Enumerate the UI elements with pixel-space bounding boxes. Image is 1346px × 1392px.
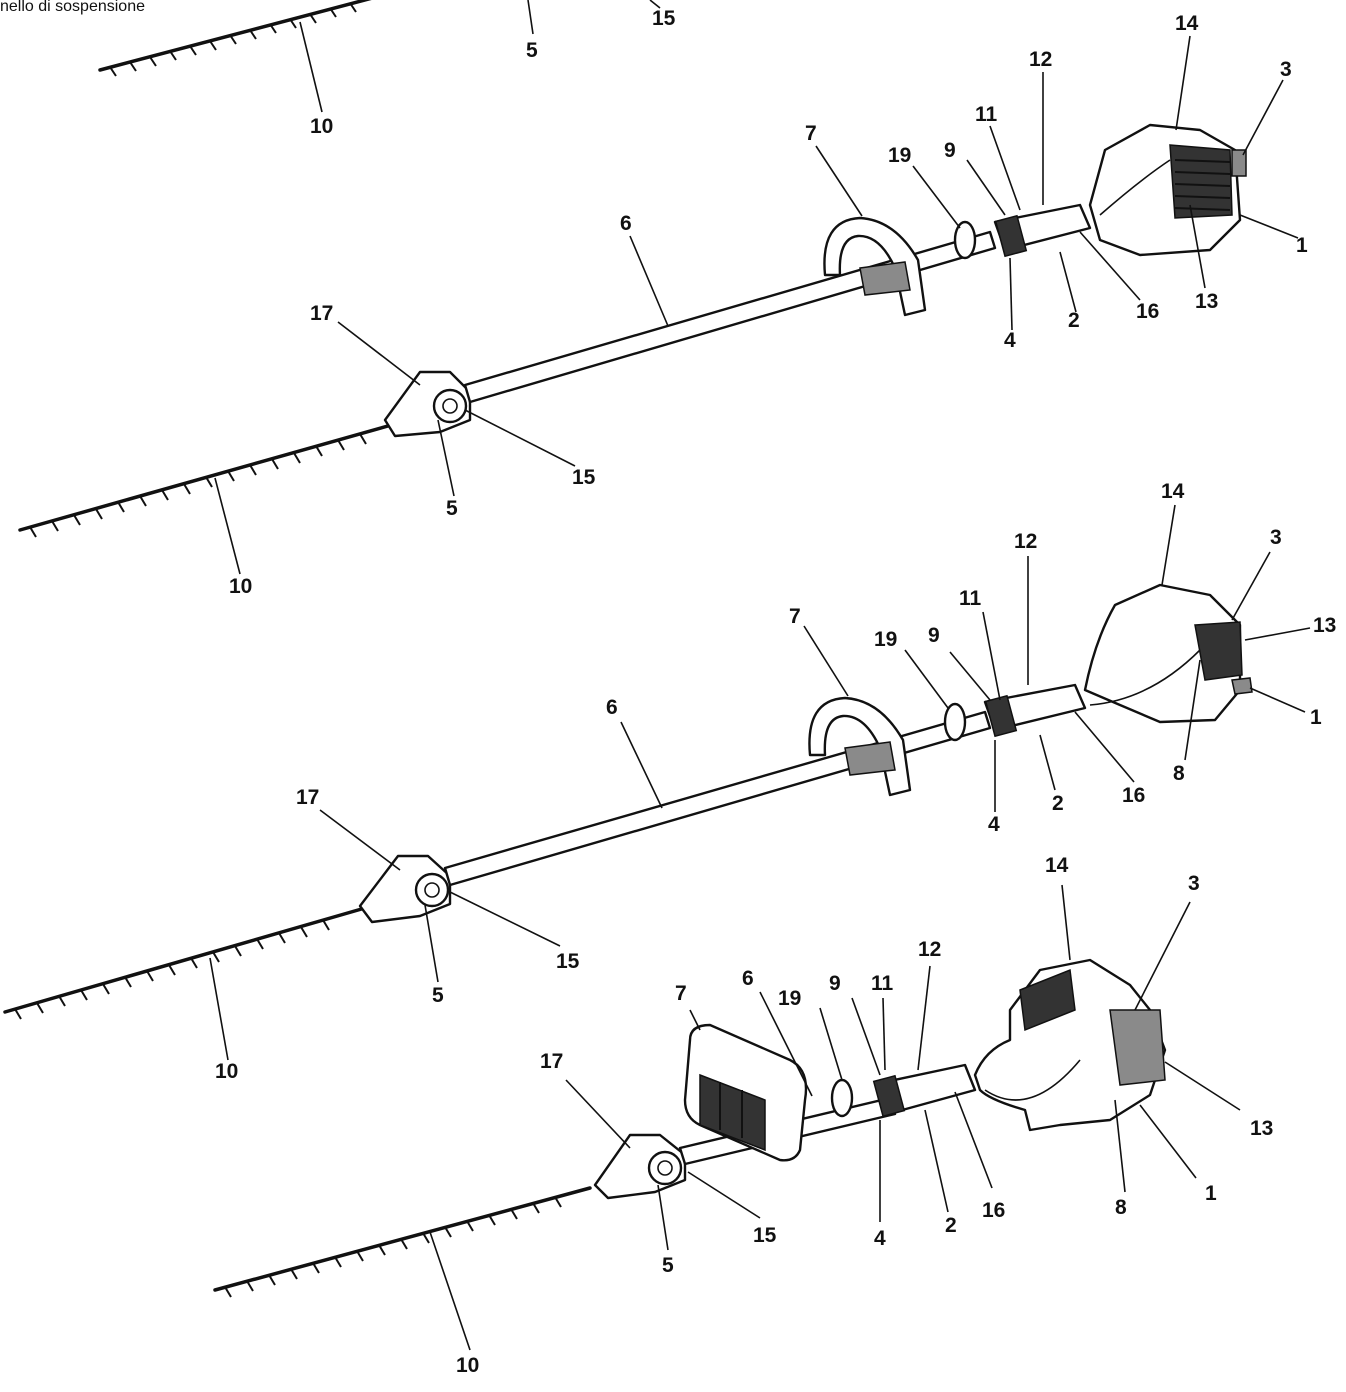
label-c-6: 6 [742,967,754,990]
label-a-17: 17 [310,302,333,325]
label-b-9: 9 [928,624,940,647]
label-a-5: 5 [446,497,458,520]
label-a-13: 13 [1195,290,1218,313]
label-a-1: 1 [1296,234,1308,257]
label-c-11: 11 [871,972,894,995]
label-top-15: 15 [652,7,676,30]
label-a-16: 16 [1136,300,1159,323]
figure-top-partial: 10 5 15 [98,0,676,138]
label-c-8: 8 [1115,1196,1127,1219]
label-b-8: 8 [1173,762,1185,785]
label-a-10: 10 [229,575,252,598]
label-a-15: 15 [572,466,596,489]
label-a-11: 11 [975,103,998,126]
label-c-13: 13 [1250,1117,1273,1140]
label-b-3: 3 [1270,526,1282,549]
label-b-11: 11 [959,587,982,610]
label-a-4: 4 [1004,329,1016,352]
label-c-7: 7 [675,982,687,1005]
figure-b: 1 2 3 4 5 6 7 8 9 10 11 12 13 14 15 16 1… [3,480,1336,1083]
figure-b-blade-teeth [14,919,330,1020]
label-b-12: 12 [1014,530,1037,553]
top-blade [98,0,372,72]
label-c-9: 9 [829,972,841,995]
label-a-9: 9 [944,139,956,162]
label-c-3: 3 [1188,872,1200,895]
label-top-10: 10 [310,115,333,138]
caption-text: nello di sospensione [0,0,145,15]
label-b-5: 5 [432,984,444,1007]
label-b-1: 1 [1310,706,1322,729]
label-a-6: 6 [620,212,632,235]
label-a-7: 7 [805,122,817,145]
label-c-10: 10 [456,1354,479,1377]
label-a-2: 2 [1068,309,1080,332]
label-c-2: 2 [945,1214,957,1237]
label-b-4: 4 [988,813,1000,836]
label-c-19: 19 [778,987,801,1010]
figure-a: 1 2 3 4 5 6 7 9 10 11 12 13 14 15 16 17 … [18,12,1308,598]
figure-c-blade-teeth [224,1196,562,1298]
label-b-15: 15 [556,950,580,973]
label-b-14: 14 [1161,480,1185,503]
label-c-15: 15 [753,1224,777,1247]
label-b-17: 17 [296,786,319,809]
label-b-6: 6 [606,696,618,719]
label-a-12: 12 [1029,48,1052,71]
top-blade-teeth [109,2,357,77]
label-a-19: 19 [888,144,911,167]
label-c-17: 17 [540,1050,563,1073]
label-c-4: 4 [874,1227,886,1250]
label-b-2: 2 [1052,792,1064,815]
label-b-10: 10 [215,1060,238,1083]
label-a-3: 3 [1280,58,1292,81]
label-b-13: 13 [1313,614,1336,637]
label-b-16: 16 [1122,784,1145,807]
label-c-1: 1 [1205,1182,1217,1205]
figure-a-blade-teeth [29,433,367,538]
figure-b-engine [1083,583,1242,724]
figure-b-shaft [443,710,992,887]
label-a-14: 14 [1175,12,1199,35]
label-b-19: 19 [874,628,897,651]
label-c-14: 14 [1045,854,1069,877]
label-top-5: 5 [526,39,538,62]
label-c-5: 5 [662,1254,674,1277]
label-c-16: 16 [982,1199,1005,1222]
label-b-7: 7 [789,605,801,628]
label-c-12: 12 [918,938,941,961]
figure-c: 1 2 3 4 5 6 7 8 9 10 11 12 13 14 15 16 1… [213,854,1273,1377]
